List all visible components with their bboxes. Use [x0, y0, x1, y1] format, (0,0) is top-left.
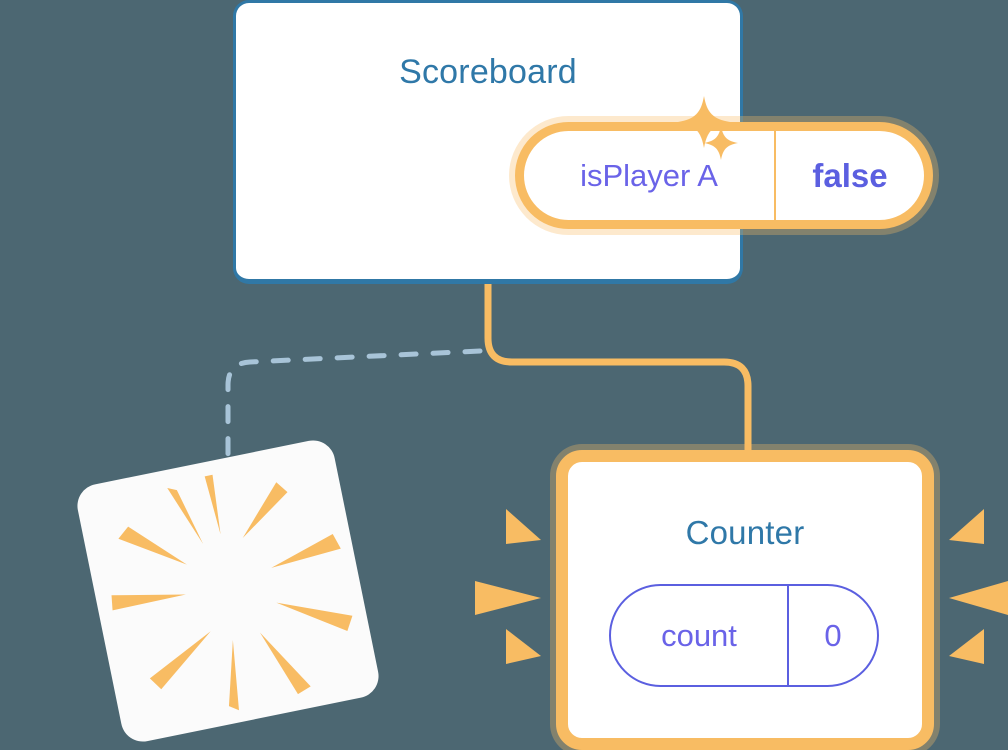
pill-divider [787, 586, 789, 685]
counter-left-rays [475, 509, 541, 664]
scoreboard-state-key: isPlayer A [580, 157, 718, 193]
burst-rays-icon [111, 474, 353, 711]
counter-state-key: count [661, 617, 737, 653]
scoreboard-state-value: false [812, 156, 888, 194]
burst-card[interactable] [73, 436, 383, 746]
card-scoreboard[interactable]: Scoreboard isPlayer A false [233, 0, 933, 284]
counter-state-pill[interactable]: count 0 [609, 584, 879, 687]
sparkle-large-icon [678, 96, 730, 148]
connector-scoreboard-to-counter [484, 282, 752, 462]
scoreboard-title: Scoreboard [399, 53, 577, 91]
pill-divider [774, 131, 776, 220]
counter-title: Counter [685, 514, 805, 551]
sparkle-small-icon [704, 126, 738, 160]
counter-right-rays [949, 509, 1008, 664]
counter-state-value: 0 [824, 617, 842, 653]
